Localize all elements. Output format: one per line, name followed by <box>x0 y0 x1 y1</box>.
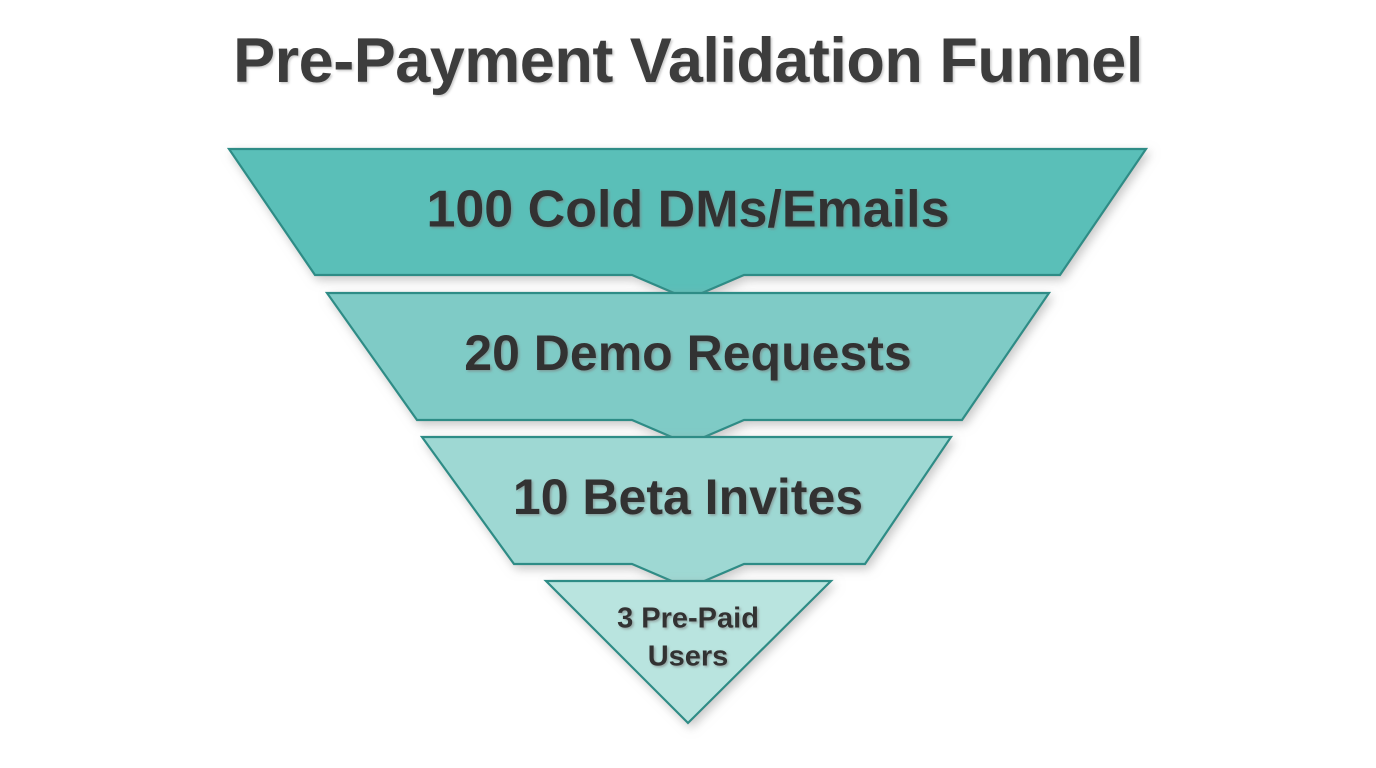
funnel-stage-1-shape[interactable] <box>226 147 1149 301</box>
funnel-stage-4-label: 3 Pre-Paid <box>617 603 759 635</box>
funnel-stage-1-label: 100 Cold DMs/Emails <box>426 181 949 239</box>
funnel-stage-1[interactable]: 100 Cold DMs/Emails <box>226 147 1149 301</box>
funnel-stage-2-label: 20 Demo Requests <box>464 325 911 381</box>
funnel-stage-4-shape[interactable] <box>543 579 834 725</box>
funnel-stage-2-shape[interactable] <box>324 291 1052 446</box>
funnel-stage-4[interactable]: 3 Pre-Paid Users <box>543 579 834 725</box>
funnel-stage-3[interactable]: 10 Beta Invites <box>419 435 954 590</box>
funnel-stage-3-label: 10 Beta Invites <box>513 469 863 525</box>
page-title: Pre-Payment Validation Funnel <box>233 26 1143 96</box>
funnel-stage-3-shape[interactable] <box>419 435 954 590</box>
funnel-stage-4-label-line2: Users <box>648 641 729 673</box>
funnel-stage-2[interactable]: 20 Demo Requests <box>324 291 1052 446</box>
